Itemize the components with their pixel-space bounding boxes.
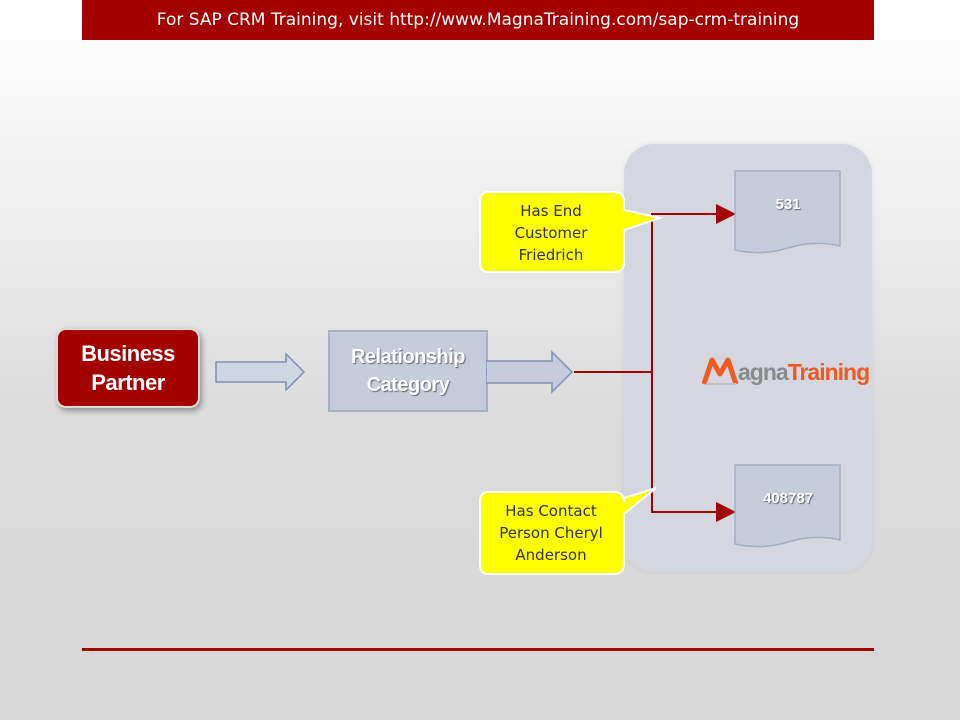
relationship-category-label: Relationship Category	[350, 346, 466, 396]
logo-text-part1: agna	[738, 359, 789, 385]
magna-logo-wordmark: agnaTraining	[738, 358, 870, 386]
document-408787-text: 408787	[762, 490, 814, 507]
document-531-label: 531	[734, 196, 842, 213]
callout-bottom-label: Has Contact Person Cheryl Anderson	[499, 502, 603, 564]
callout-top-label: Has End Customer Friedrich	[514, 202, 588, 264]
block-arrow-2	[486, 350, 574, 394]
magna-logo-icon	[702, 357, 739, 385]
callout-bottom-text: Has Contact Person Cheryl Anderson	[488, 500, 614, 566]
title-banner: For SAP CRM Training, visit http://www.M…	[82, 0, 874, 40]
document-531	[734, 170, 841, 254]
document-531-text: 531	[775, 196, 801, 213]
banner-text: For SAP CRM Training, visit http://www.M…	[156, 10, 800, 30]
callout-top-text: Has End Customer Friedrich	[496, 200, 606, 266]
callout-bottom	[479, 487, 657, 575]
callout-top	[479, 191, 664, 273]
business-partner-label: Business Partner	[81, 341, 175, 395]
logo-text-part2: Training	[787, 359, 870, 385]
relationship-category-box: Relationship Category	[328, 330, 488, 412]
business-partner-box: Business Partner	[56, 328, 200, 408]
block-arrow-1	[215, 352, 306, 392]
document-408787	[734, 464, 841, 548]
document-408787-label: 408787	[734, 490, 842, 507]
bottom-divider	[82, 648, 874, 651]
